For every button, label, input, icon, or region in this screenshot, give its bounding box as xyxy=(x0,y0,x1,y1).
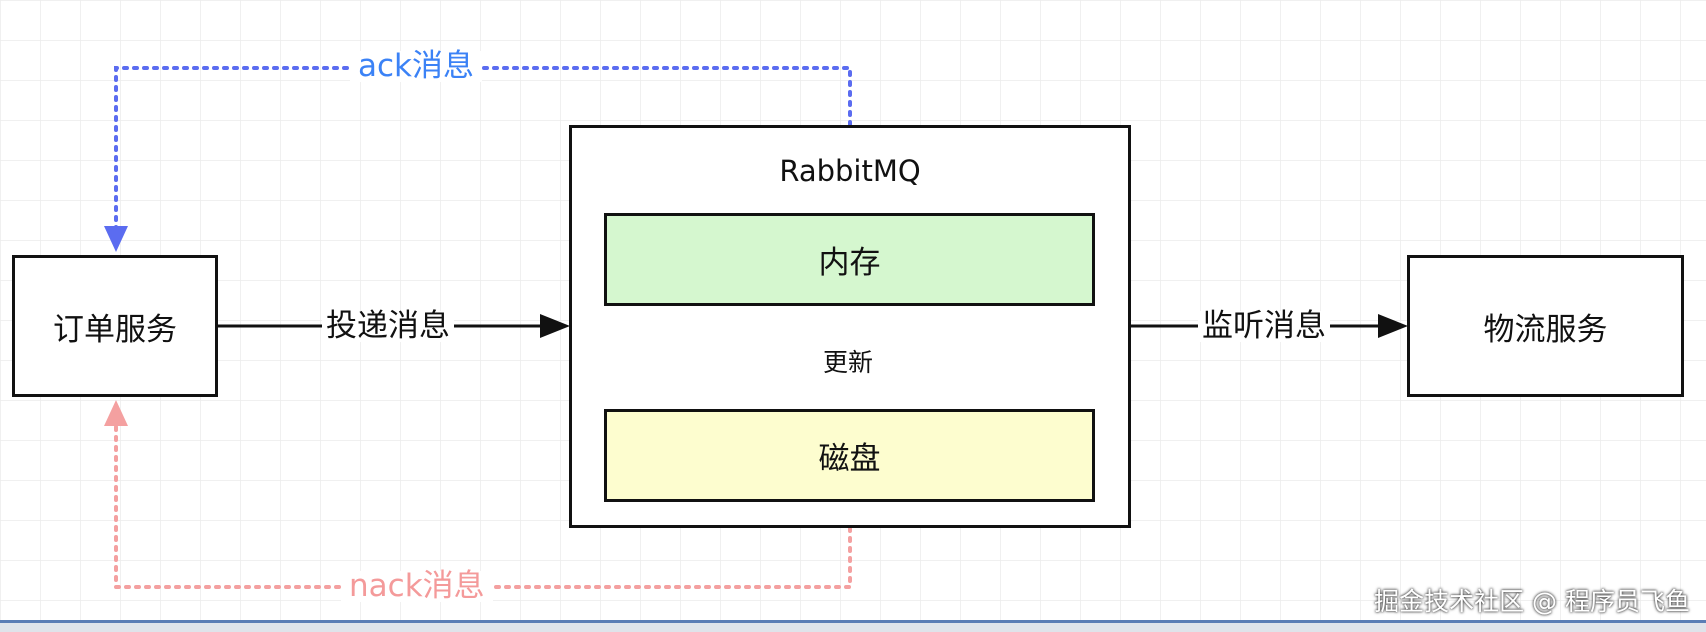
nack-arrowhead xyxy=(104,400,128,426)
deliver-edge-label: 投递消息 xyxy=(322,311,454,342)
listen-edge-label: 监听消息 xyxy=(1198,311,1330,342)
memory-node: 内存 xyxy=(604,213,1095,306)
rabbitmq-title: RabbitMQ xyxy=(779,154,921,188)
ack-edge xyxy=(114,66,852,230)
order-service-node: 订单服务 xyxy=(12,255,218,397)
listen-arrowhead xyxy=(1378,314,1408,338)
bottom-strip xyxy=(0,620,1706,632)
disk-node: 磁盘 xyxy=(604,409,1095,502)
nack-edge-label: nack消息 xyxy=(341,571,493,602)
nack-edge xyxy=(114,420,852,589)
order-service-label: 订单服务 xyxy=(53,311,177,348)
update-edge-label: 更新 xyxy=(823,348,874,377)
deliver-arrowhead xyxy=(540,314,570,338)
watermark: 掘金技术社区 @ 程序员飞鱼 xyxy=(1374,587,1690,616)
logistics-service-label: 物流服务 xyxy=(1483,311,1608,348)
ack-edge-label: ack消息 xyxy=(350,51,482,82)
memory-label: 内存 xyxy=(818,245,881,281)
ack-arrowhead xyxy=(104,226,128,252)
logistics-service-node: 物流服务 xyxy=(1407,255,1684,397)
disk-label: 磁盘 xyxy=(818,441,881,477)
